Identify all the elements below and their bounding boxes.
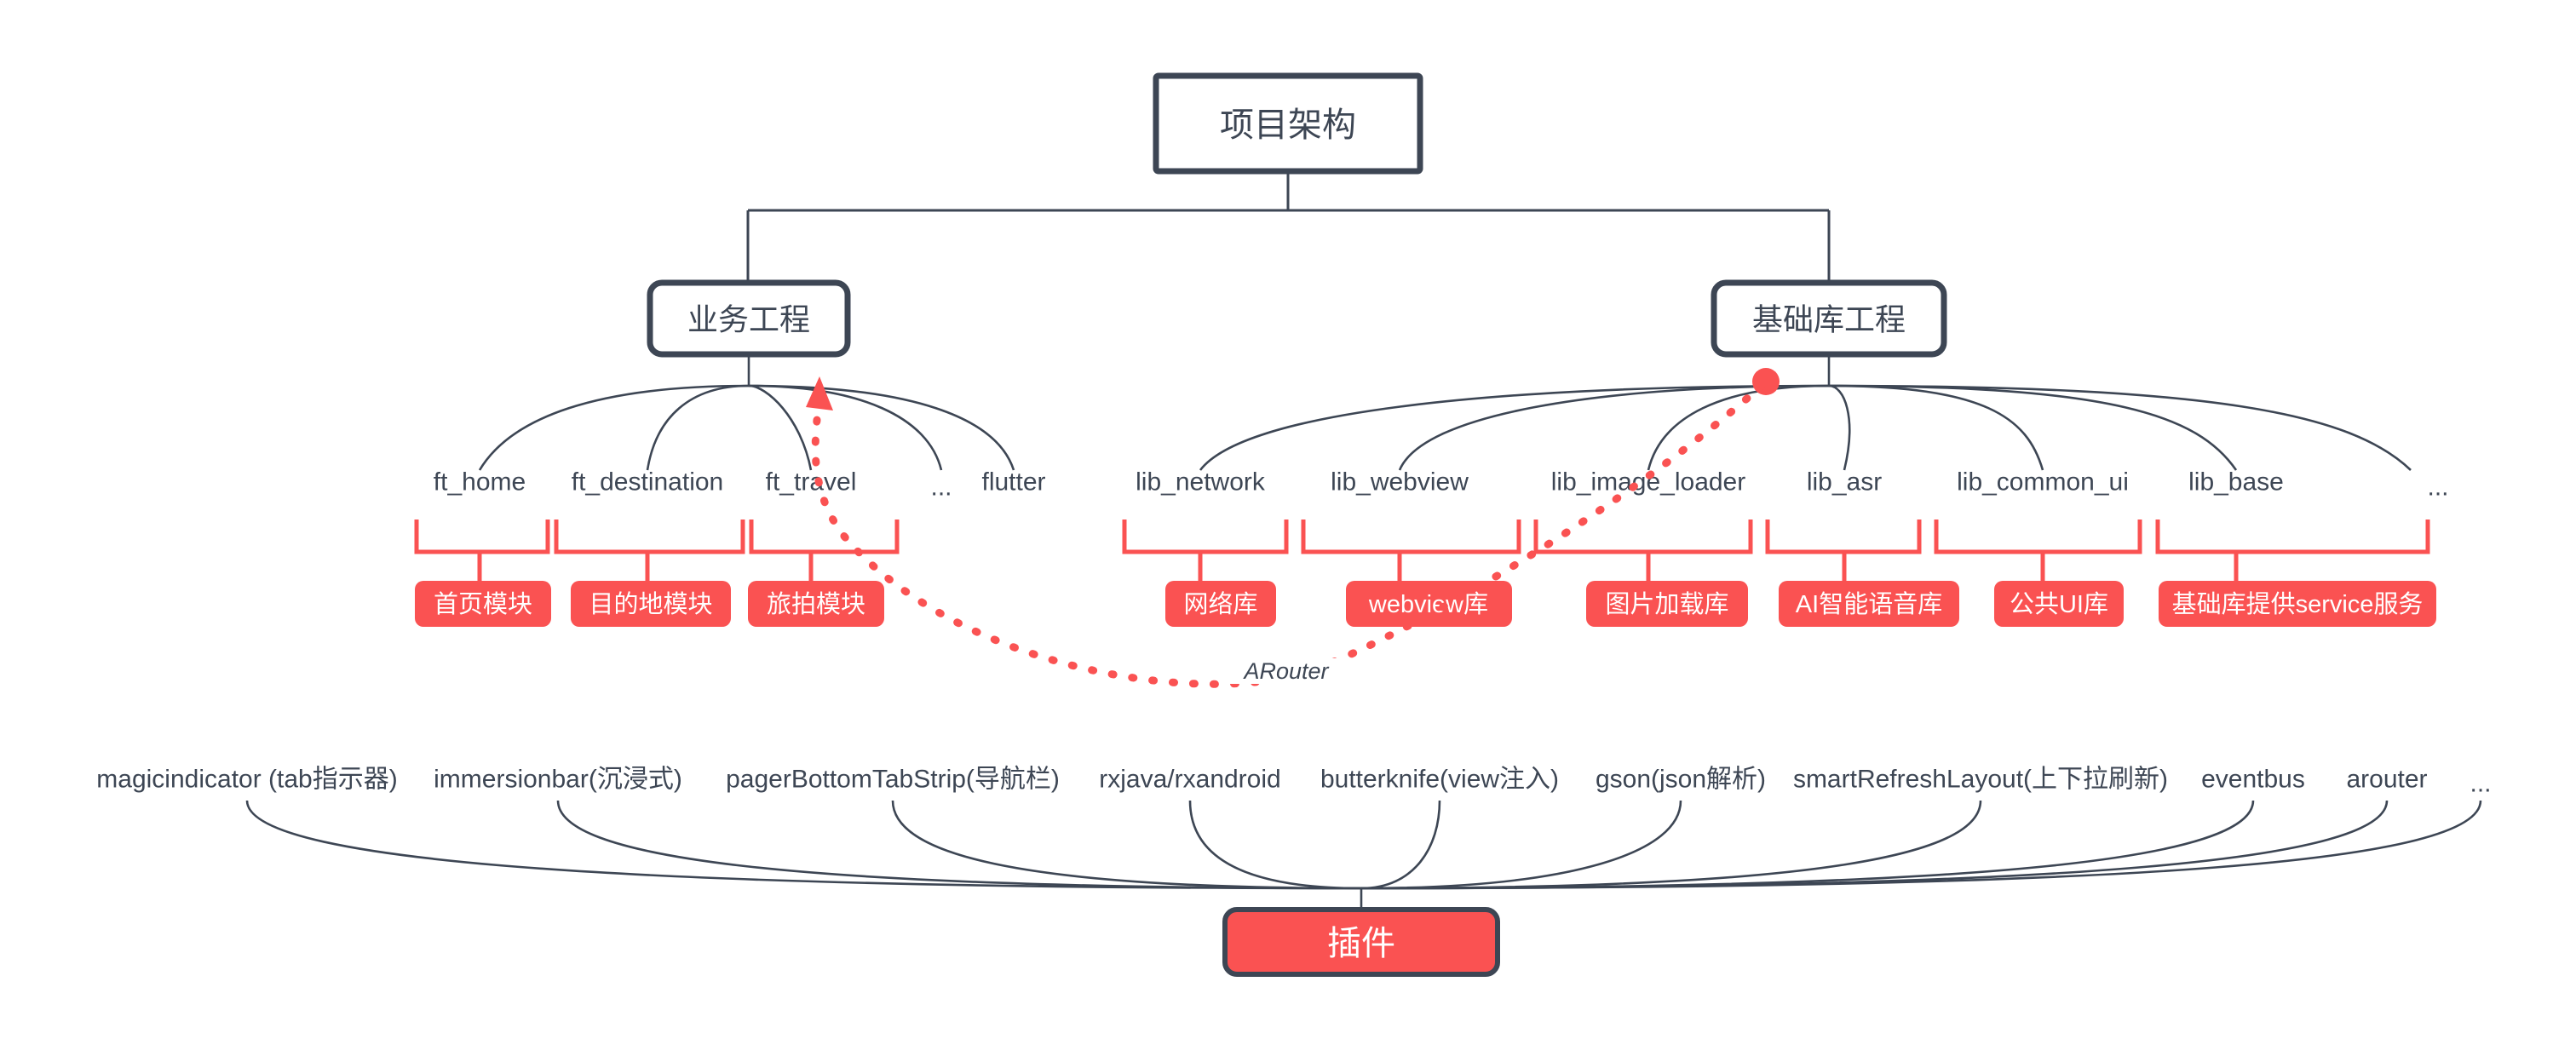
arouter-dotted-path [811, 381, 1767, 688]
bracket-lib-base [2155, 520, 2430, 581]
leaf-label-lib-network[interactable]: lib_network [1136, 468, 1266, 497]
plugin-label-immersionbar[interactable]: immersionbar(沉浸式) [434, 766, 682, 794]
tag-ft-home-label: 首页模块 [434, 590, 532, 618]
plugin-label-rxjava[interactable]: rxjava/rxandroid [1099, 766, 1280, 794]
tag-lib-base[interactable]: 基础库提供service服务 [2159, 581, 2436, 627]
tag-lib-base-shape [2159, 581, 2436, 627]
tag-lib-common-ui[interactable]: 公共UI库 [1994, 581, 2124, 627]
plugin-labels: magicindicator (tab指示器) immersionbar(沉浸式… [96, 766, 2491, 798]
bracket-lib-common-ui [1934, 520, 2142, 581]
tag-lib-asr[interactable]: AI智能语音库 [1779, 581, 1959, 627]
tag-ft-destination-shape [571, 581, 731, 627]
node-baselib[interactable]: 基础库工程 [1711, 279, 1947, 358]
tag-ft-home[interactable]: 首页模块 [415, 581, 551, 627]
leaf-label-flutter[interactable]: flutter [981, 468, 1045, 497]
tag-lib-asr-shape [1779, 581, 1959, 627]
plugin-label-pagerbottomtabstrip[interactable]: pagerBottomTabStrip(导航栏) [726, 766, 1060, 794]
bracket-lib-asr [1765, 520, 1922, 581]
plugin-label-magicindicator[interactable]: magicindicator (tab指示器) [96, 766, 397, 794]
business-leaf-labels: ft_home ft_destination ft_travel ... flu… [434, 468, 1046, 502]
tag-ft-travel[interactable]: 旅拍模块 [748, 581, 884, 627]
plugin-label-smartrefreshlayout[interactable]: smartRefreshLayout(上下拉刷新) [1793, 766, 2168, 794]
baselib-leaf-labels: lib_network lib_webview lib_image_loader… [1136, 468, 2448, 502]
tag-lib-common-ui-shape [1994, 581, 2124, 627]
tag-lib-webview[interactable]: webview库 [1346, 581, 1512, 627]
node-business[interactable]: 业务工程 [647, 279, 851, 358]
leaf-label-lib-webview[interactable]: lib_webview [1331, 468, 1469, 497]
tag-ft-destination[interactable]: 目的地模块 [571, 581, 731, 627]
leaf-label-ft-destination[interactable]: ft_destination [572, 468, 723, 497]
tag-lib-webview-shape [1346, 581, 1512, 627]
leaf-label-lib-common-ui[interactable]: lib_common_ui [1957, 468, 2129, 497]
plugin-fanin-edges [245, 800, 2482, 910]
leaf-label-lib-asr[interactable]: lib_asr [1807, 468, 1882, 497]
tag-ft-travel-label: 旅拍模块 [767, 590, 865, 618]
leaf-label-lib-base[interactable]: lib_base [2188, 468, 2284, 497]
arouter-connection[interactable]: ARouter [806, 368, 1780, 688]
tag-lib-asr-label: AI智能语音库 [1796, 590, 1942, 618]
tag-lib-common-ui-label: 公共UI库 [2010, 590, 2108, 618]
baselib-box-label: 基础库工程 [1752, 302, 1906, 337]
node-plugins[interactable]: 插件 [1222, 907, 1500, 977]
leaf-label-ft-travel[interactable]: ft_travel [766, 468, 857, 497]
tag-lib-image-loader-label: 图片加载库 [1605, 590, 1728, 618]
plugin-label-ellipsis: ... [2470, 770, 2491, 798]
baselib-tag-brackets [1122, 520, 2430, 581]
leaf-label-baselib-ellipsis: ... [2427, 474, 2448, 502]
plugin-label-butterknife[interactable]: butterknife(view注入) [1320, 766, 1559, 794]
arouter-label: ARouter [1242, 658, 1329, 684]
node-root[interactable]: 项目架构 [1153, 72, 1423, 175]
tag-lib-network-label: 网络库 [1183, 590, 1257, 618]
arouter-label-backdrop [1229, 658, 1344, 684]
bracket-lib-image-loader [1533, 520, 1753, 581]
tag-ft-destination-label: 目的地模块 [589, 590, 712, 618]
tag-lib-image-loader[interactable]: 图片加载库 [1586, 581, 1748, 627]
business-box-label: 业务工程 [687, 302, 810, 337]
bracket-ft-destination [554, 520, 745, 581]
root-branch-connectors [746, 171, 1831, 283]
tag-ft-home-shape [415, 581, 551, 627]
arouter-source-dot [1752, 368, 1780, 395]
bracket-ft-travel [749, 520, 900, 581]
tag-lib-network[interactable]: 网络库 [1165, 581, 1276, 627]
arouter-arrowhead [806, 376, 833, 410]
tag-ft-travel-shape [748, 581, 884, 627]
bracket-lib-network [1122, 520, 1289, 581]
business-fanout-edges [478, 354, 1015, 471]
leaf-label-ft-home[interactable]: ft_home [434, 468, 526, 497]
plugin-label-eventbus[interactable]: eventbus [2201, 766, 2305, 794]
business-tag-brackets [414, 520, 900, 581]
tag-lib-network-shape [1165, 581, 1276, 627]
plugins-box-label: 插件 [1327, 925, 1395, 962]
bracket-lib-webview [1301, 520, 1521, 581]
leaf-label-business-ellipsis: ... [930, 474, 952, 502]
plugin-label-arouter[interactable]: arouter [2346, 766, 2427, 794]
bracket-ft-home [414, 520, 550, 581]
plugins-box-shape [1222, 907, 1500, 977]
tag-lib-image-loader-shape [1586, 581, 1748, 627]
tag-lib-base-label: 基础库提供service服务 [2172, 590, 2424, 618]
root-box-label: 项目架构 [1220, 106, 1356, 144]
baselib-fanout-edges [1199, 354, 2412, 471]
plugin-label-gson[interactable]: gson(json解析) [1596, 766, 1766, 794]
